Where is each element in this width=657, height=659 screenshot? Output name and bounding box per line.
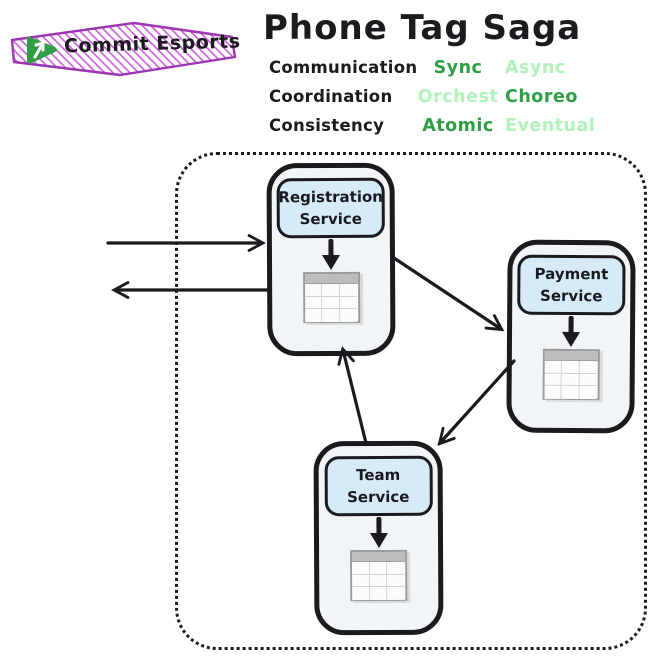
legend-row-consistency: Consistency Atomic Eventual	[269, 116, 649, 145]
legend-option: Eventual	[505, 116, 596, 136]
service-team: Team Service	[313, 440, 444, 636]
play-commit-icon	[27, 36, 57, 64]
service-registration-label: Registration Service	[276, 177, 385, 239]
database-table-icon	[350, 549, 408, 602]
legend-label: Communication	[269, 58, 418, 77]
logo-badge: Commit Esports	[4, 16, 242, 80]
legend: Communication Sync Async Coordination Or…	[269, 58, 649, 145]
legend-option: Orchest	[417, 87, 499, 107]
arrow-label-to-db-icon	[369, 516, 388, 548]
legend-option: Choreo	[505, 87, 578, 107]
legend-row-coordination: Coordination Orchest Choreo	[269, 87, 649, 116]
legend-row-communication: Communication Sync Async	[269, 58, 649, 87]
arrow-label-to-db-icon	[321, 238, 340, 270]
database-table-icon	[302, 271, 360, 324]
legend-option: Atomic	[422, 116, 494, 136]
legend-option: Async	[505, 58, 566, 78]
system-boundary	[175, 152, 647, 650]
service-payment-label: Payment Service	[517, 254, 626, 316]
legend-label: Coordination	[269, 87, 393, 106]
service-registration: Registration Service	[266, 162, 396, 357]
service-team-label: Team Service	[324, 455, 433, 517]
database-table-icon	[542, 348, 600, 401]
service-payment: Payment Service	[506, 239, 636, 434]
legend-label: Consistency	[269, 116, 385, 135]
page-title: Phone Tag Saga	[263, 8, 582, 48]
legend-option: Sync	[433, 58, 483, 78]
badge-shape	[10, 21, 237, 77]
arrow-label-to-db-icon	[562, 315, 581, 347]
